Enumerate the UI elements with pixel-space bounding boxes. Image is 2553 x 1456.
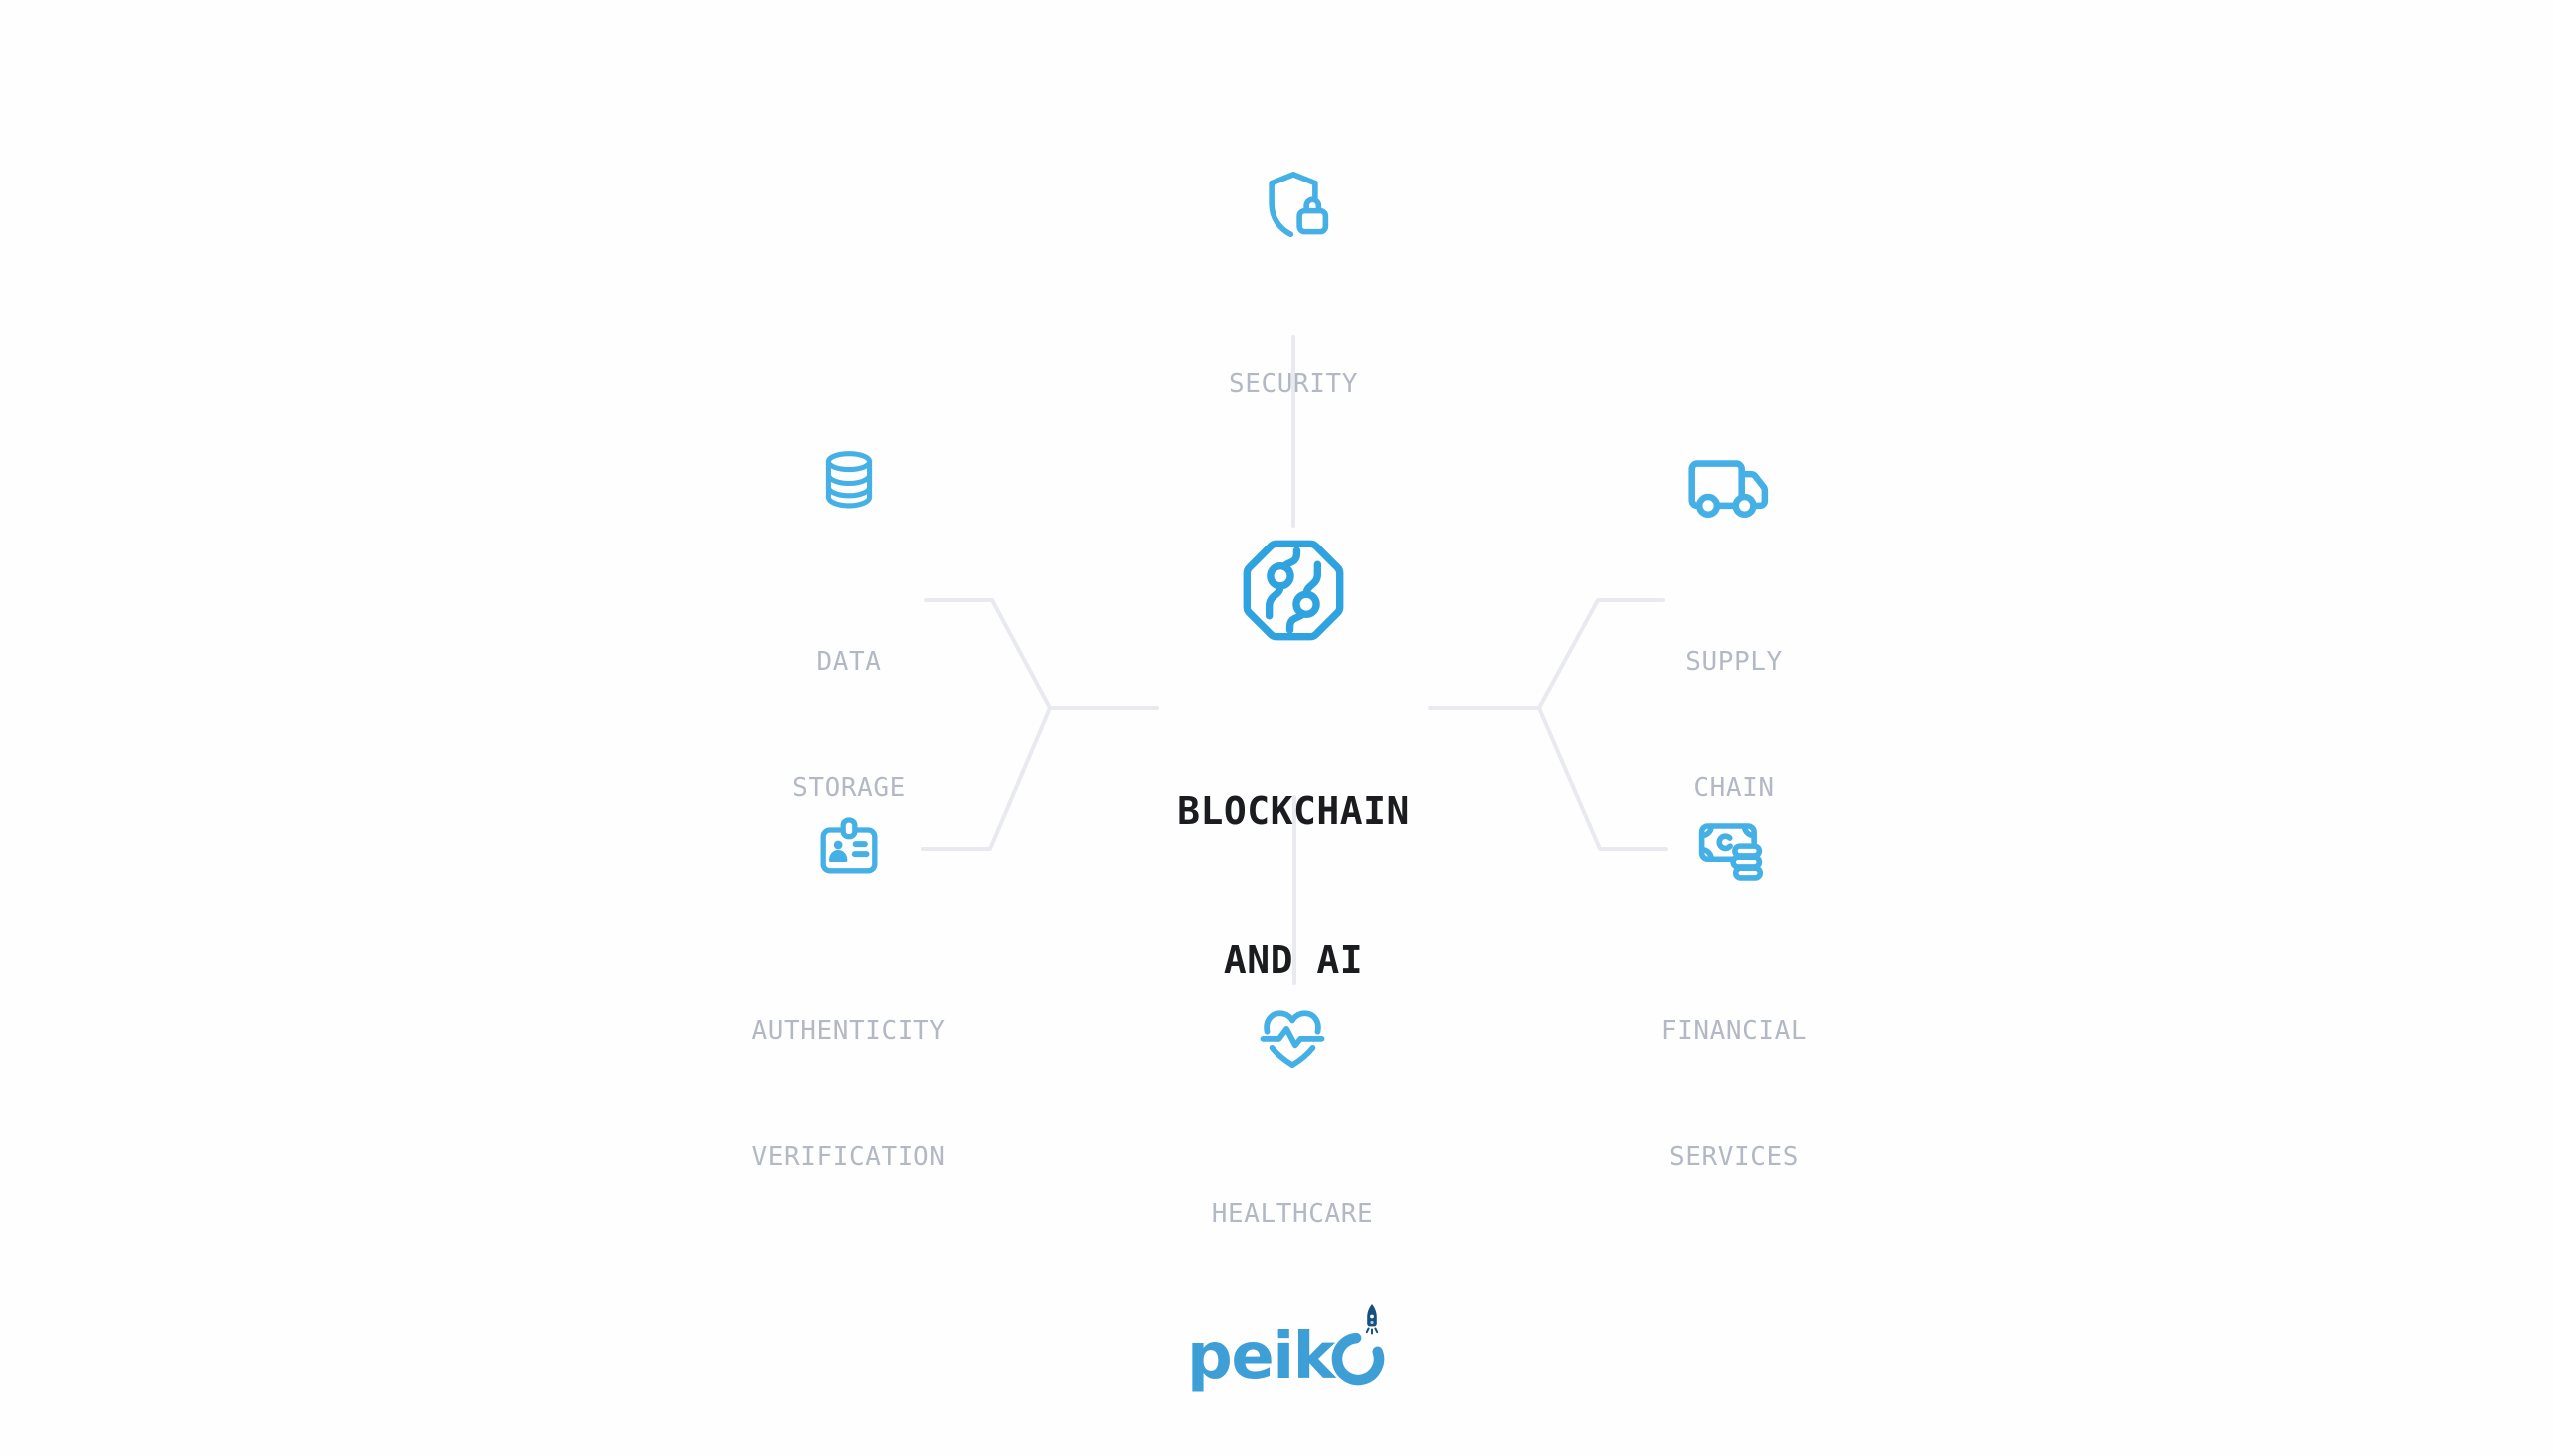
peiko-logo[interactable]: peik	[1187, 1292, 1392, 1389]
node-label-line: CHAIN	[1693, 773, 1775, 803]
connector-left-upper	[924, 598, 1159, 710]
peiko-logo-o-rocket-icon	[1331, 1304, 1384, 1386]
truck-icon	[1684, 448, 1784, 533]
heart-pulse-icon	[1250, 995, 1335, 1081]
shield-lock-icon	[1252, 167, 1335, 250]
center-title-line: BLOCKCHAIN	[1177, 789, 1410, 833]
node-label-line: SUPPLY	[1685, 647, 1783, 677]
banknote-coins-icon	[1692, 812, 1776, 896]
node-label-line: AUTHENTICITY	[751, 1016, 946, 1046]
node-authenticity-verification: AUTHENTICITY VERIFICATION	[599, 810, 1098, 1262]
node-label-line: SERVICES	[1668, 1142, 1800, 1172]
connector-left-lower	[921, 706, 1052, 851]
connector-right-lower	[1537, 706, 1668, 851]
node-financial-services: FINANCIAL SERVICES	[1485, 812, 1984, 1262]
node-data-storage: DATA STORAGE	[599, 445, 1098, 893]
node-label-line: SECURITY	[1228, 369, 1359, 399]
node-label-line: DATA	[816, 647, 882, 677]
ai-circuit-icon	[1235, 532, 1352, 649]
connector-right-upper	[1428, 598, 1665, 710]
database-icon	[811, 445, 887, 521]
center-hub: BLOCKCHAIN AND AI	[1044, 532, 1543, 1085]
node-healthcare: HEALTHCARE	[1043, 995, 1542, 1318]
center-title-line: AND AI	[1223, 938, 1364, 982]
node-supply-chain: SUPPLY CHAIN	[1485, 448, 1984, 893]
peiko-logo-text: peik	[1187, 1320, 1335, 1394]
node-security: SECURITY	[1044, 167, 1543, 489]
node-label-line: VERIFICATION	[751, 1142, 946, 1172]
id-card-icon	[809, 810, 889, 890]
node-label-line: FINANCIAL	[1660, 1016, 1808, 1046]
node-label-line: STORAGE	[792, 773, 906, 803]
node-label-line: HEALTHCARE	[1211, 1199, 1374, 1229]
